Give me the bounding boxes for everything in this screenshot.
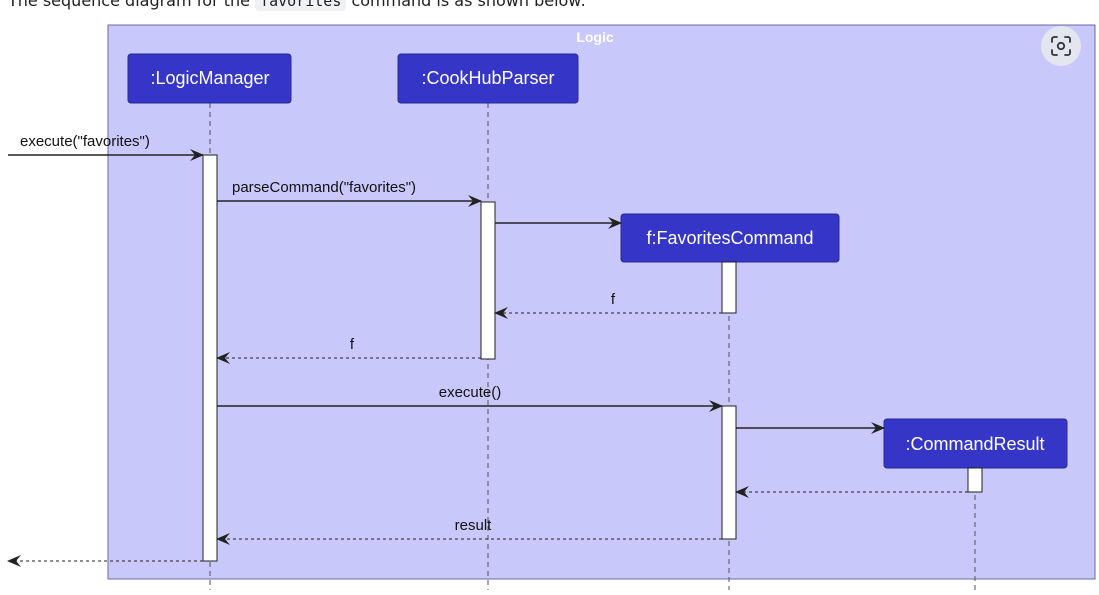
participant-command-result-label: :CommandResult bbox=[905, 434, 1044, 454]
activation-command-result bbox=[967, 467, 983, 493]
participant-logic-manager-label: :LogicManager bbox=[150, 68, 269, 88]
activation-parser bbox=[480, 201, 496, 360]
scan-image-button[interactable] bbox=[1041, 26, 1081, 66]
sequence-diagram: Logic :LogicManager :CookHubParser f:Fav… bbox=[7, 24, 1096, 590]
participant-favorites-command-label: f:FavoritesCommand bbox=[646, 228, 813, 248]
participant-command-result: :CommandResult bbox=[883, 418, 1068, 469]
participant-logic-manager: :LogicManager bbox=[127, 53, 292, 104]
activation-favorites-construct bbox=[721, 261, 737, 314]
participant-parser-label: :CookHubParser bbox=[421, 68, 554, 88]
participant-favorites-command: f:FavoritesCommand bbox=[620, 213, 840, 263]
caption-suffix: command is as shown below: bbox=[346, 0, 586, 10]
caption-code: favorites bbox=[255, 0, 347, 11]
activation-logic-manager bbox=[202, 154, 218, 562]
message-result-label: result bbox=[455, 517, 493, 534]
activation-favorites-execute bbox=[721, 405, 737, 540]
frame-title: Logic bbox=[576, 29, 614, 45]
participant-parser: :CookHubParser bbox=[397, 53, 579, 104]
message-execute-favorites-label: execute("favorites") bbox=[20, 133, 150, 150]
message-execute-label: execute() bbox=[439, 384, 502, 401]
logic-frame bbox=[107, 24, 1096, 580]
message-return-f-2-label: f bbox=[350, 336, 355, 353]
caption: The sequence diagram for the favorites c… bbox=[8, 0, 586, 11]
message-return-f-1-label: f bbox=[611, 291, 616, 308]
scan-image-icon bbox=[1051, 36, 1071, 56]
message-parse-command-label: parseCommand("favorites") bbox=[232, 179, 416, 196]
caption-prefix: The sequence diagram for the bbox=[8, 0, 256, 10]
